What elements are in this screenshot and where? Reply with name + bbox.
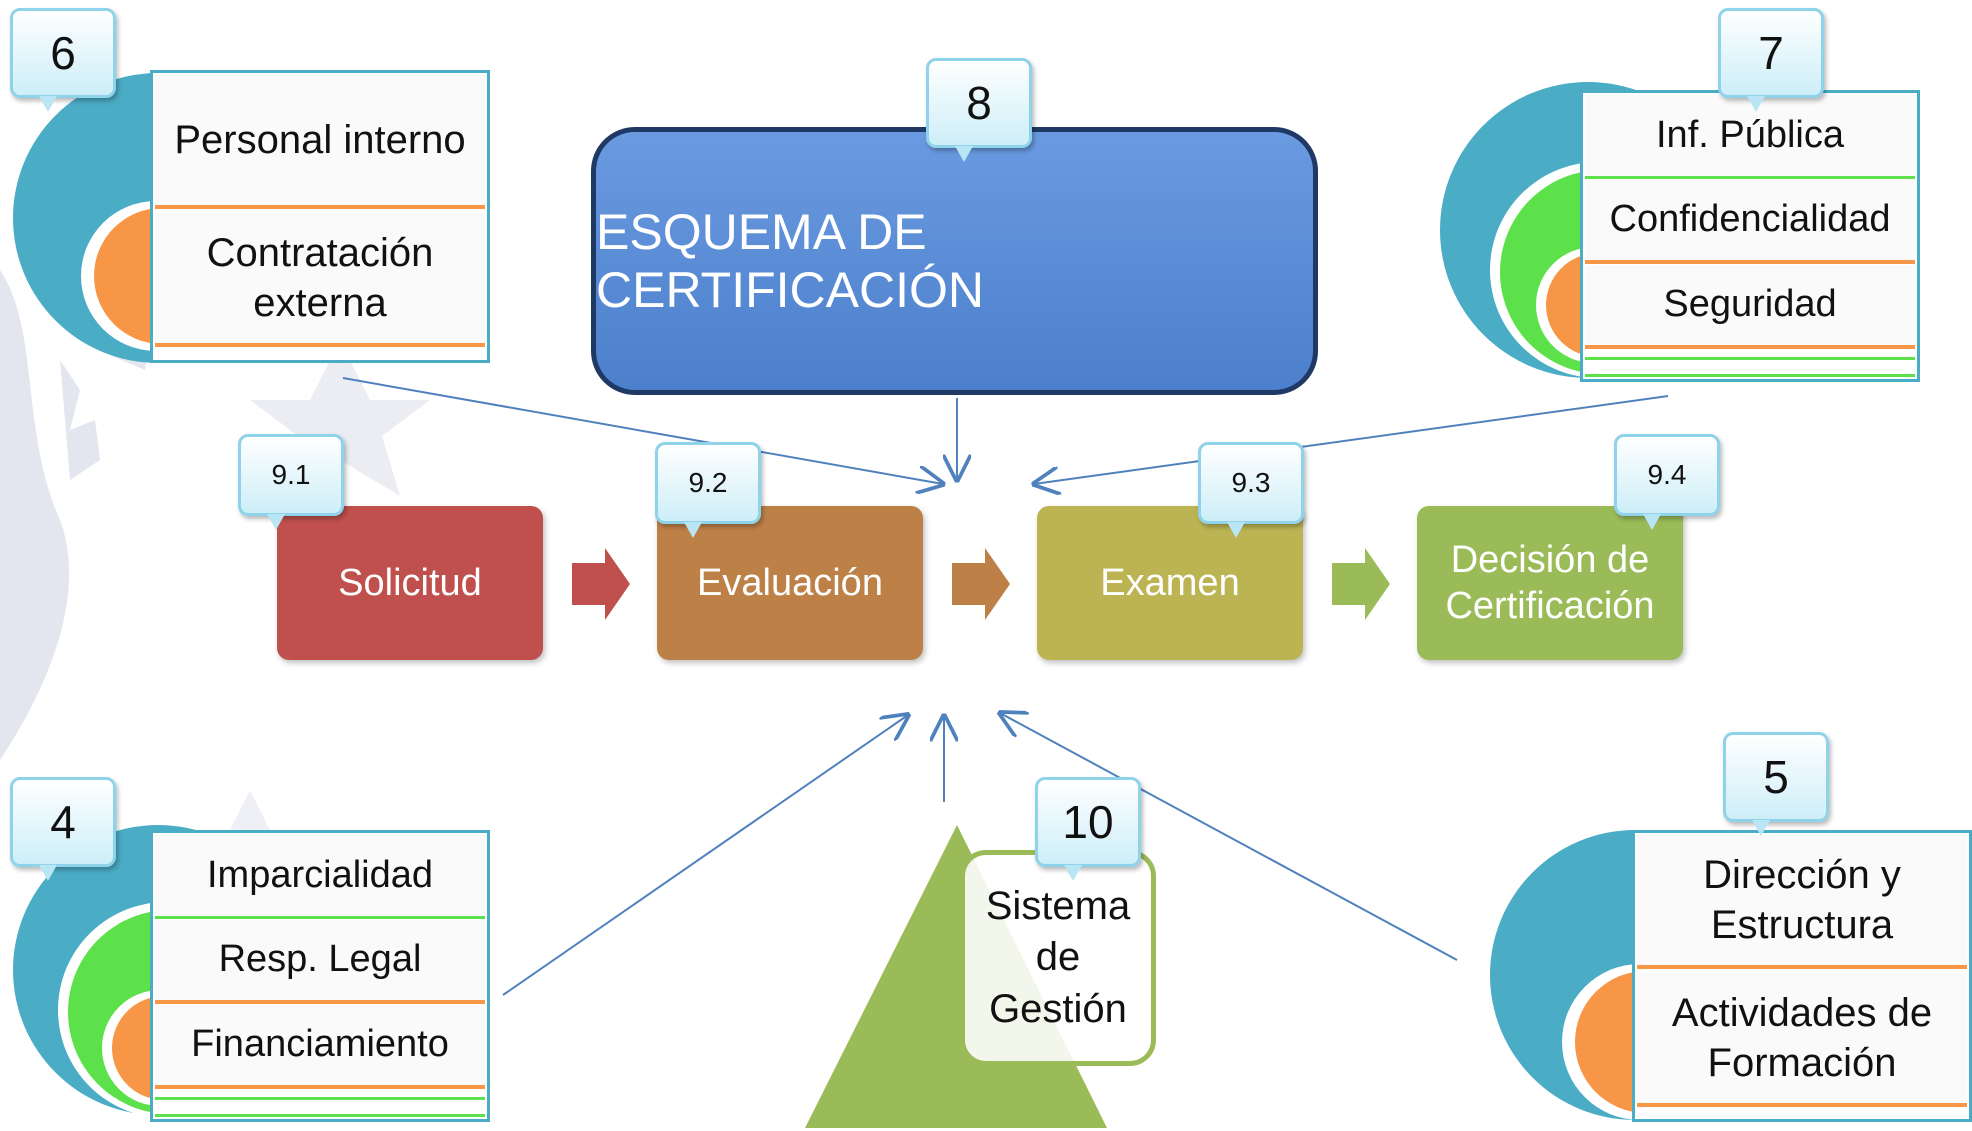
group5-item-actividades-formacion: Actividades de Formación xyxy=(1637,973,1967,1107)
group6-list: Personal interno Contratación externa xyxy=(150,70,490,363)
badge-7: 7 xyxy=(1718,8,1824,112)
connector-7 xyxy=(1034,395,1669,484)
step-examen: Examen xyxy=(1037,506,1303,660)
badge-9-4: 9.4 xyxy=(1614,434,1720,530)
group7-item-seguridad: Seguridad xyxy=(1585,265,1915,349)
step-solicitud: Solicitud xyxy=(277,506,543,660)
badge-4: 4 xyxy=(10,777,116,881)
group5-item-direccion-estructura: Dirección y Estructura xyxy=(1637,835,1967,969)
badge-9-2: 9.2 xyxy=(655,442,761,538)
group6-item-personal-interno: Personal interno xyxy=(155,75,485,209)
step-arrow-3 xyxy=(1332,548,1390,620)
group7-footer-stripes xyxy=(1585,357,1915,377)
connector-5 xyxy=(1000,713,1458,961)
group6-item-contratacion-externa: Contratación externa xyxy=(155,213,485,347)
badge-10: 10 xyxy=(1035,777,1141,881)
badge-8: 8 xyxy=(926,58,1032,162)
group4-item-resp-legal: Resp. Legal xyxy=(155,920,485,1004)
group4-item-imparcialidad: Imparcialidad xyxy=(155,835,485,919)
step-decision-certificacion: Decisión de Certificación xyxy=(1417,506,1683,660)
connector-4 xyxy=(502,715,908,996)
group4-list: Imparcialidad Resp. Legal Financiamiento xyxy=(150,830,490,1122)
connector-6 xyxy=(342,377,943,484)
group5-list: Dirección y Estructura Actividades de Fo… xyxy=(1632,830,1972,1122)
step-arrow-2 xyxy=(952,548,1010,620)
certification-scheme-title: ESQUEMA DE CERTIFICACIÓN xyxy=(596,204,984,318)
group4-item-financiamiento: Financiamiento xyxy=(155,1005,485,1089)
step-arrow-1 xyxy=(572,548,630,620)
group7-list: Inf. Pública Confidencialidad Seguridad xyxy=(1580,90,1920,382)
badge-6: 6 xyxy=(10,8,116,112)
badge-9-1: 9.1 xyxy=(238,434,344,530)
certification-scheme-box: ESQUEMA DE CERTIFICACIÓN xyxy=(591,127,1318,395)
badge-9-3: 9.3 xyxy=(1198,442,1304,538)
badge-5: 5 xyxy=(1723,732,1829,836)
management-system-box: Sistema de Gestión xyxy=(960,850,1156,1066)
group4-footer-stripes xyxy=(155,1097,485,1117)
group7-item-confidencialidad: Confidencialidad xyxy=(1585,180,1915,264)
